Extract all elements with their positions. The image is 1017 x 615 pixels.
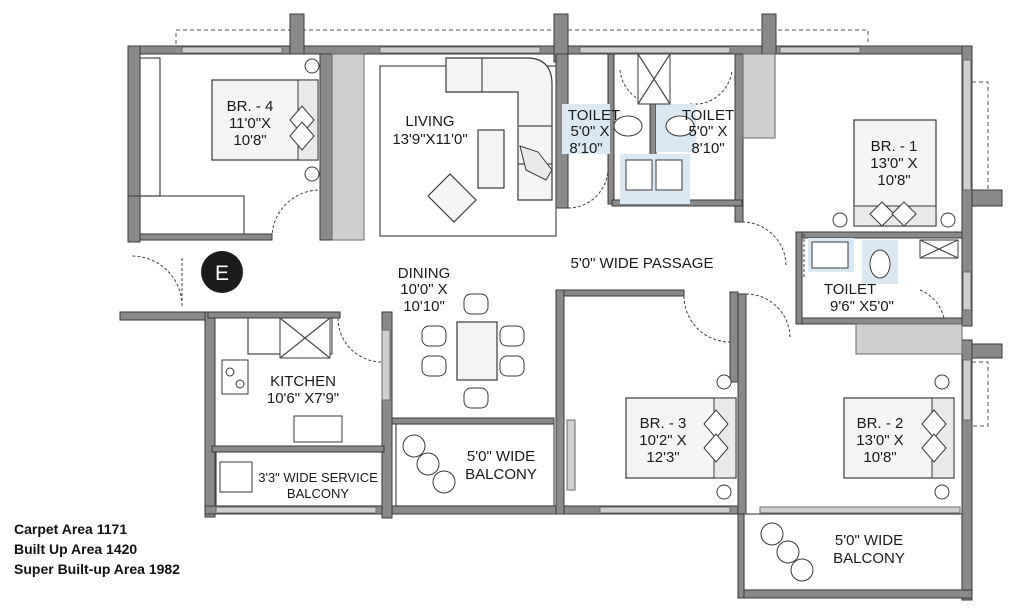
- br2-size-line1: 13'0" X: [856, 432, 903, 449]
- super-built-up-area: Super Built-up Area 1982: [14, 561, 180, 577]
- bed-br2: [843, 374, 955, 500]
- carpet-area: Carpet Area 1171: [14, 521, 128, 537]
- toilet-a-name: TOILET: [568, 107, 620, 124]
- toilet-b-size-line2: 8'10": [691, 140, 724, 157]
- balcony-center-line2: BALCONY: [465, 466, 537, 483]
- service-balcony-line1: 3'3" WIDE SERVICE: [258, 470, 378, 485]
- windows: [181, 46, 972, 514]
- balcony-right-outline: [743, 513, 963, 591]
- br3-size-line2: 12'3": [646, 449, 679, 466]
- kitchen-size: 10'6" X7'9": [267, 390, 339, 407]
- entrance-marker-label: E: [215, 262, 229, 285]
- bed-br3: [625, 374, 737, 500]
- toilet-c-size: 9'6" X5'0": [830, 298, 894, 315]
- toilet-c-name: TOILET: [824, 281, 876, 298]
- area-summary: Carpet Area 1171 Built Up Area 1420 Supe…: [14, 519, 180, 579]
- dining-name: DINING: [398, 265, 451, 282]
- kitchen-fixtures: [219, 317, 343, 493]
- bed-br1: [832, 119, 956, 228]
- br3-size-line1: 10'2" X: [639, 432, 686, 449]
- br4-size-line1: 11'0"X: [229, 115, 271, 132]
- toilet-a-size-line2: 8'10": [569, 140, 602, 157]
- living-size: 13'9"X11'0": [392, 131, 467, 148]
- br1-size-line2: 10'8": [877, 172, 910, 189]
- entrance-marker: E: [201, 251, 243, 293]
- passage-label: 5'0" WIDE PASSAGE: [571, 255, 714, 272]
- br4-name: BR. - 4: [227, 98, 274, 115]
- kitchen-name: KITCHEN: [270, 373, 336, 390]
- br3-name: BR. - 3: [640, 415, 687, 432]
- projection-outline-top: [175, 29, 869, 44]
- br1-size-line1: 13'0" X: [870, 155, 917, 172]
- dining-size-line1: 10'0" X: [400, 281, 447, 298]
- service-balcony-outline: [215, 451, 383, 507]
- br4-size-line2: 10'8": [233, 132, 266, 149]
- dining-table: [421, 293, 525, 409]
- living-name: LIVING: [405, 113, 454, 130]
- balcony-center-line1: 5'0" WIDE: [467, 448, 535, 465]
- built-up-area: Built Up Area 1420: [14, 541, 138, 557]
- living-furniture: [427, 57, 553, 223]
- wardrobe-br4-side: [139, 57, 161, 197]
- toilet-b-name: TOILET: [682, 107, 734, 124]
- toilet-fixtures-top: [562, 53, 696, 204]
- dining-size-line2: 10'10": [403, 298, 445, 315]
- toilet-fixtures-right: [808, 238, 959, 284]
- toilet-b-size-line1: 5'0" X: [688, 123, 727, 140]
- balcony-chairs: [402, 434, 814, 582]
- bed-br4: [211, 58, 320, 182]
- balcony-center-outline: [395, 423, 555, 507]
- projection-outline-right: [972, 81, 989, 191]
- doors: [131, 69, 945, 363]
- toilet-a-size-line1: 5'0" X: [570, 123, 609, 140]
- wardrobe-br4: [139, 195, 245, 235]
- br2-name: BR. - 2: [857, 415, 904, 432]
- projection-outline-right-lower: [972, 361, 989, 427]
- br2-size-line2: 10'8": [863, 449, 896, 466]
- br1-name: BR. - 1: [871, 138, 918, 155]
- balcony-right-line2: BALCONY: [833, 550, 905, 567]
- service-balcony-line2: BALCONY: [287, 486, 349, 501]
- balcony-right-line1: 5'0" WIDE: [835, 532, 903, 549]
- interior-walls: [139, 53, 963, 519]
